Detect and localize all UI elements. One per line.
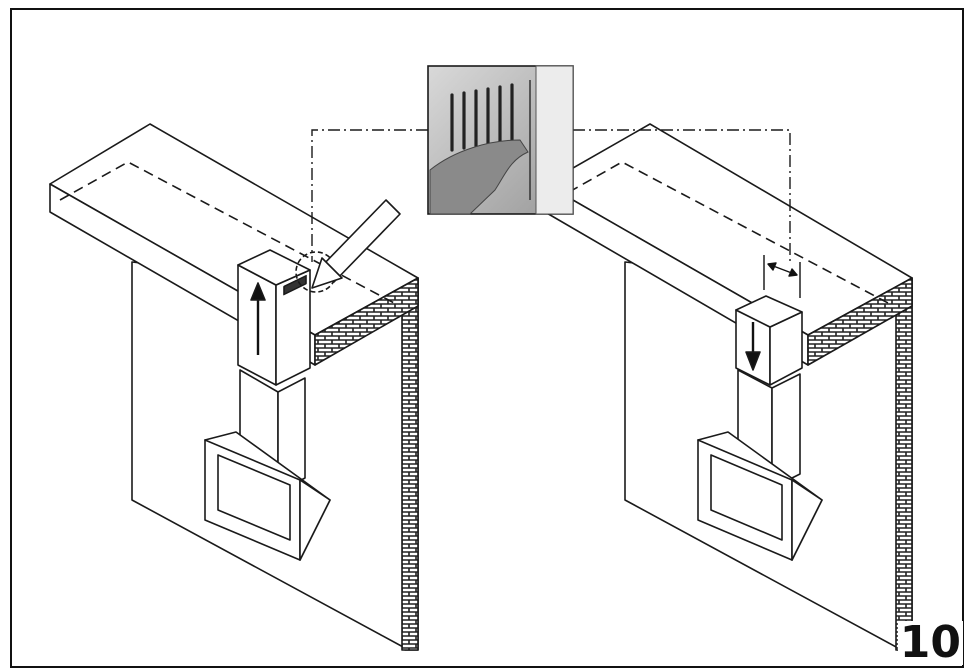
right-ceiling-side bbox=[807, 277, 913, 366]
left-chimney-upper-top bbox=[237, 249, 311, 286]
right-chimney-upper-top bbox=[735, 295, 803, 328]
right-hood-side bbox=[791, 479, 823, 561]
gap-measurement bbox=[763, 255, 801, 298]
left-chimney-lower-side bbox=[277, 377, 306, 493]
photo-slots bbox=[450, 83, 514, 152]
right-hood-panel bbox=[710, 454, 783, 541]
detail-connectors bbox=[311, 129, 791, 262]
pointer-arrow-icon bbox=[311, 199, 401, 289]
right-chimney-lower-side bbox=[771, 373, 801, 489]
detail-photo bbox=[427, 65, 574, 215]
left-scene bbox=[49, 123, 419, 651]
left-hood-side bbox=[299, 479, 331, 561]
left-brick-front bbox=[401, 277, 419, 651]
right-ceiling-dashed-line bbox=[554, 161, 891, 305]
right-scene bbox=[544, 123, 913, 651]
left-ceiling-side bbox=[314, 277, 419, 366]
left-ceiling-dashed-line bbox=[59, 161, 397, 305]
arrow-down-icon bbox=[745, 322, 761, 371]
hand-icon bbox=[429, 139, 529, 215]
right-brick-front bbox=[895, 277, 913, 651]
arrow-up-icon bbox=[250, 282, 266, 355]
left-hood-panel bbox=[217, 454, 291, 541]
left-chimney-slots bbox=[283, 274, 307, 296]
step-number: 10 bbox=[897, 617, 963, 668]
